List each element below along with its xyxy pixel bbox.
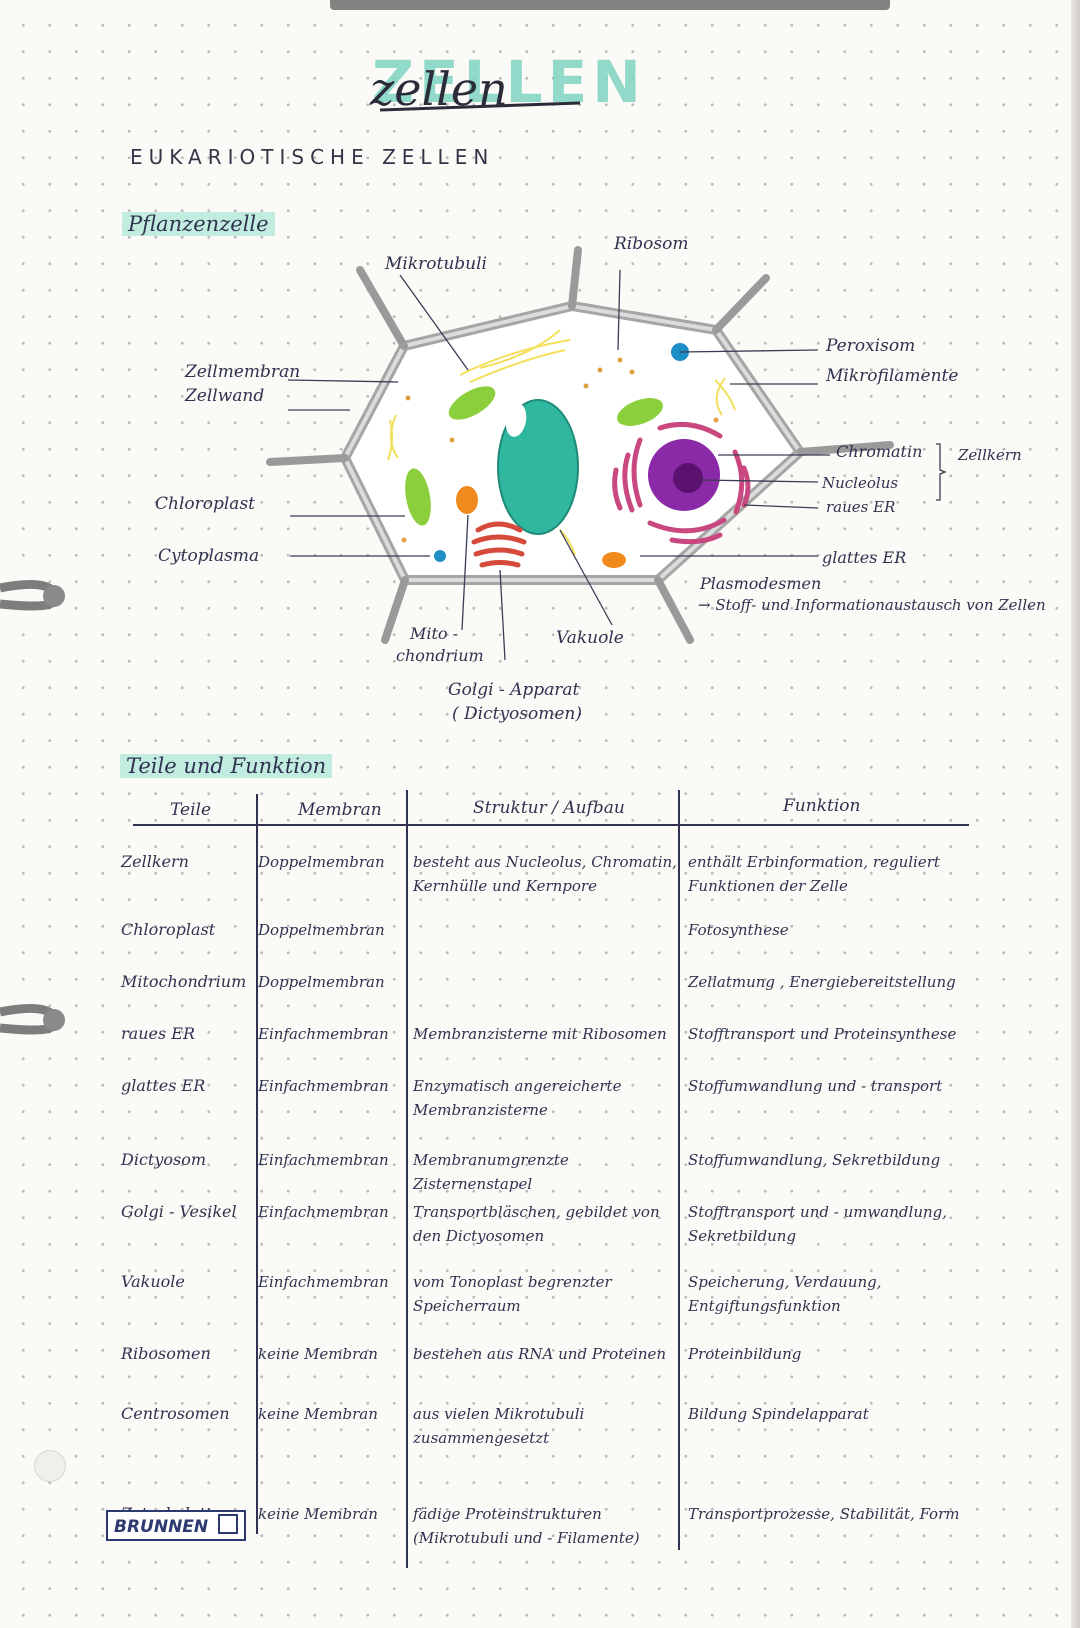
neighbor-cell-walls bbox=[266, 246, 894, 644]
cell-structure: Transportbläschen, gebildet von den Dict… bbox=[413, 1203, 660, 1245]
label-chromatin: Chromatin bbox=[836, 442, 923, 461]
cell-function: Speicherung, Verdauung, Entgiftungsfunkt… bbox=[688, 1273, 882, 1315]
mikrotubuli bbox=[387, 329, 736, 556]
label-plasmodesmen: Plasmodesmen bbox=[700, 574, 822, 593]
label-cytoplasma: Cytoplasma bbox=[158, 546, 260, 566]
subheading-table: Teile und Funktion bbox=[120, 754, 333, 778]
cell-structure: vom Tonoplast begrenzter Speicherraum bbox=[413, 1273, 612, 1315]
table-header-struktur: Struktur / Aufbau bbox=[473, 798, 625, 818]
chloroplast-3 bbox=[617, 398, 663, 426]
leader-lines bbox=[287, 269, 947, 661]
binder-top-bar bbox=[330, 0, 890, 10]
label-nucleolus: Nucleolus bbox=[822, 474, 899, 492]
subheading-plant-cell: Pflanzenzelle bbox=[122, 212, 275, 236]
nucleolus bbox=[673, 463, 703, 493]
table-header-line bbox=[133, 824, 969, 826]
label-mitochondrium-line2: chondrium bbox=[396, 646, 484, 665]
peroxisom-2 bbox=[434, 550, 446, 562]
cell-structure: Membranzisterne mit Ribosomen bbox=[413, 1025, 667, 1043]
cell-membrane: keine Membran bbox=[258, 1505, 378, 1523]
cell-function: Bildung Spindelapparat bbox=[688, 1405, 869, 1423]
cell-membrane: Einfachmembran bbox=[258, 1273, 389, 1291]
label-ribosom: Ribosom bbox=[614, 234, 689, 254]
table-divider-2 bbox=[406, 790, 408, 1568]
mitochondrium-2 bbox=[602, 552, 626, 568]
cell-part: Golgi - Vesikel bbox=[121, 1202, 237, 1221]
binder-ring-upper bbox=[0, 580, 65, 611]
label-raues-er: raues ER bbox=[826, 498, 896, 516]
punch-hole bbox=[34, 1450, 66, 1482]
table-header-teile: Teile bbox=[170, 800, 212, 820]
cell-function: Proteinbildung bbox=[688, 1345, 802, 1363]
table-header-funktion: Funktion bbox=[783, 796, 861, 816]
cell-part: Zellkern bbox=[121, 852, 189, 871]
cell-structure: bestehen aus RNA und Proteinen bbox=[413, 1345, 667, 1363]
label-chloroplast: Chloroplast bbox=[155, 494, 255, 514]
cell-membrane: Einfachmembran bbox=[258, 1203, 389, 1221]
cell-membrane: Einfachmembran bbox=[258, 1077, 389, 1095]
brand-mark-icon bbox=[218, 1514, 239, 1534]
cell-function: Stofftransport und Proteinsynthese bbox=[688, 1025, 957, 1043]
cell-part: raues ER bbox=[121, 1024, 195, 1043]
label-peroxisom: Peroxisom bbox=[826, 336, 916, 356]
chloroplast-1 bbox=[448, 386, 496, 420]
cell-function: Transportprozesse, Stabilität, Form bbox=[688, 1505, 960, 1523]
plant-cell-diagram bbox=[266, 246, 947, 661]
label-golgi-line1: Golgi - Apparat bbox=[448, 680, 580, 700]
label-zellwand: Zellwand bbox=[185, 386, 265, 406]
cell-function: Stoffumwandlung, Sekretbildung bbox=[688, 1151, 941, 1169]
cell-part: Centrosomen bbox=[121, 1404, 230, 1423]
cell-membrane: Doppelmembran bbox=[258, 973, 385, 991]
cell-structure: besteht aus Nucleolus, Chromatin, Kernhü… bbox=[413, 853, 677, 895]
cell-function: Stofftransport und - umwandlung, Sekretb… bbox=[688, 1203, 948, 1245]
label-mikrotubuli: Mikrotubuli bbox=[385, 254, 487, 274]
label-mikrofilamente: Mikrofilamente bbox=[826, 366, 959, 386]
cell-function: Stoffumwandlung und - transport bbox=[688, 1077, 943, 1095]
label-golgi-line2: ( Dictyosomen) bbox=[452, 704, 583, 724]
label-zellkern: Zellkern bbox=[958, 446, 1022, 464]
cell-function: Zellatmung , Energiebereitstellung bbox=[688, 973, 956, 991]
page-edge bbox=[1071, 0, 1080, 1628]
cell-part: Vakuole bbox=[121, 1272, 185, 1291]
cell-part: Ribosomen bbox=[121, 1344, 211, 1363]
label-mitochondrium-line1: Mito - bbox=[410, 624, 459, 643]
cell-structure: Enzymatisch angereicherte Membranzistern… bbox=[413, 1077, 622, 1119]
binder-ring-lower bbox=[0, 1004, 65, 1035]
cell-structure: Membranumgrenzte Zisternenstapel bbox=[413, 1151, 569, 1193]
cell-function: enthält Erbinformation, reguliert Funkti… bbox=[688, 853, 940, 895]
cell-part: Dictyosom bbox=[121, 1150, 207, 1169]
table-divider-1 bbox=[256, 794, 258, 1534]
cell-membrane: Einfachmembran bbox=[258, 1025, 389, 1043]
mitochondrium-1 bbox=[456, 486, 478, 514]
table-divider-3 bbox=[678, 790, 680, 1550]
cell-membrane: Einfachmembran bbox=[258, 1151, 389, 1169]
table-header-membran: Membran bbox=[298, 800, 382, 820]
cell-structure: fädige Proteinstrukturen (Mikrotubuli un… bbox=[413, 1505, 640, 1547]
brand-logo: BRUNNEN bbox=[106, 1510, 247, 1541]
label-plasmodesmen-note: → Stoff- und Informationaustausch von Ze… bbox=[698, 596, 1046, 614]
cell-membrane: Doppelmembran bbox=[258, 921, 385, 939]
label-vakuole: Vakuole bbox=[556, 628, 624, 648]
cell-part: glattes ER bbox=[121, 1076, 206, 1095]
ribosomen bbox=[401, 357, 719, 543]
cell-membrane: Doppelmembran bbox=[258, 853, 385, 871]
organelle-table: Teile Membran Struktur / Aufbau Funktion… bbox=[113, 790, 989, 1590]
section-heading: EUKARIOTISCHE ZELLEN bbox=[130, 145, 495, 169]
cell-part: Chloroplast bbox=[121, 920, 216, 939]
cell-function: Fotosynthese bbox=[688, 921, 789, 939]
label-glattes-er: glattes ER bbox=[822, 548, 907, 567]
chloroplast-2 bbox=[405, 468, 431, 526]
cell-structure: aus vielen Mikrotubuli zusammengesetzt bbox=[413, 1405, 585, 1447]
golgi-apparat bbox=[471, 521, 527, 568]
brand-label: BRUNNEN bbox=[114, 1517, 209, 1537]
cell-part: Mitochondrium bbox=[121, 972, 247, 991]
label-zellmembran: Zellmembran bbox=[185, 362, 301, 382]
cell-membrane: keine Membran bbox=[258, 1345, 378, 1363]
cell-membrane: keine Membran bbox=[258, 1405, 378, 1423]
